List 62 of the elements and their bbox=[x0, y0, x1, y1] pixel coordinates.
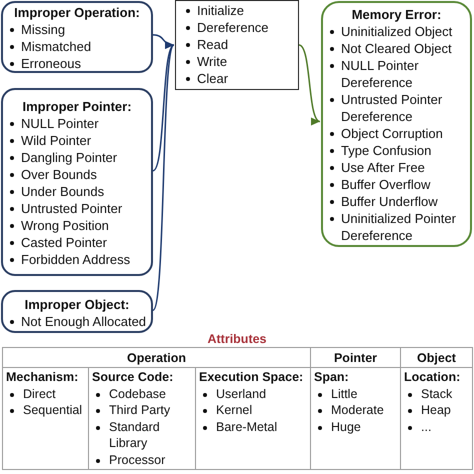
category-box bbox=[1, 290, 153, 333]
list-item: Use After Free bbox=[341, 159, 425, 176]
list-item: Missing bbox=[21, 21, 66, 38]
list-item: Kernel bbox=[216, 402, 252, 418]
list-item: Wrong Position bbox=[21, 217, 109, 234]
list-item: ... bbox=[421, 418, 432, 435]
list-item: Over Bounds bbox=[21, 166, 97, 183]
list-item: NULL Pointer Dereference bbox=[341, 57, 420, 91]
list-item: Processor bbox=[109, 452, 166, 468]
list-item: Under Bounds bbox=[21, 183, 104, 200]
list-item: NULL Pointer bbox=[21, 115, 99, 132]
list-item: Sequential bbox=[23, 402, 82, 418]
operation-box bbox=[175, 0, 299, 90]
column-header: Operation bbox=[2, 348, 310, 368]
list-item: Userland bbox=[216, 386, 266, 402]
list-item: Clear bbox=[197, 70, 228, 87]
list-item: Huge bbox=[331, 418, 361, 435]
list-item: Third Party bbox=[109, 402, 170, 418]
list-item: Erroneous bbox=[21, 55, 81, 72]
cell-heading: Source Code: bbox=[92, 369, 174, 386]
box-heading: Memory Error: bbox=[352, 6, 442, 23]
list-item: Dangling Pointer bbox=[21, 149, 118, 166]
cell-heading: Location: bbox=[404, 369, 460, 386]
list-item: Read bbox=[197, 36, 228, 53]
cell-heading: Mechanism: bbox=[6, 369, 78, 386]
list-item: Standard Library bbox=[109, 418, 161, 452]
list-item: Dereference bbox=[197, 19, 269, 36]
list-item: Casted Pointer bbox=[21, 234, 107, 251]
list-item: Forbidden Address bbox=[21, 251, 130, 268]
error-box bbox=[321, 1, 472, 247]
list-item: Not Cleared Object bbox=[341, 40, 452, 57]
category-box bbox=[1, 88, 153, 276]
box-heading: Improper Object: bbox=[24, 296, 130, 313]
box-heading: Improper Operation: bbox=[14, 4, 140, 21]
category-box bbox=[1, 1, 153, 73]
column-header: Pointer bbox=[310, 348, 400, 368]
list-item: Not Enough Allocated bbox=[21, 313, 146, 330]
list-item: Mismatched bbox=[21, 38, 92, 55]
list-item: Stack bbox=[421, 386, 452, 402]
list-item: Moderate bbox=[331, 402, 384, 418]
list-item: Uninitialized Object bbox=[341, 23, 452, 40]
list-item: Uninitialized Pointer Dereference bbox=[341, 210, 457, 244]
list-item: Buffer Overflow bbox=[341, 176, 430, 193]
list-item: Codebase bbox=[109, 386, 166, 402]
table-title: Attributes bbox=[207, 332, 267, 346]
list-item: Untrusted Pointer bbox=[21, 200, 122, 217]
list-item: Direct bbox=[23, 386, 56, 402]
list-item: Bare-Metal bbox=[216, 418, 278, 435]
list-item: Buffer Underflow bbox=[341, 193, 438, 210]
list-item: Initialize bbox=[197, 2, 244, 19]
box-heading: Improper Pointer: bbox=[22, 98, 132, 115]
cell-heading: Span: bbox=[314, 369, 349, 386]
column-header: Object bbox=[400, 348, 472, 368]
list-item: Little bbox=[331, 386, 358, 402]
list-item: Write bbox=[197, 53, 228, 70]
list-item: Untrusted Pointer Dereference bbox=[341, 91, 444, 125]
list-item: Wild Pointer bbox=[21, 132, 92, 149]
arrow bbox=[298, 44, 320, 122]
cell-heading: Execution Space: bbox=[199, 369, 304, 386]
list-item: Type Confusion bbox=[341, 142, 432, 159]
list-item: Heap bbox=[421, 402, 451, 418]
list-item: Object Corruption bbox=[341, 125, 443, 142]
